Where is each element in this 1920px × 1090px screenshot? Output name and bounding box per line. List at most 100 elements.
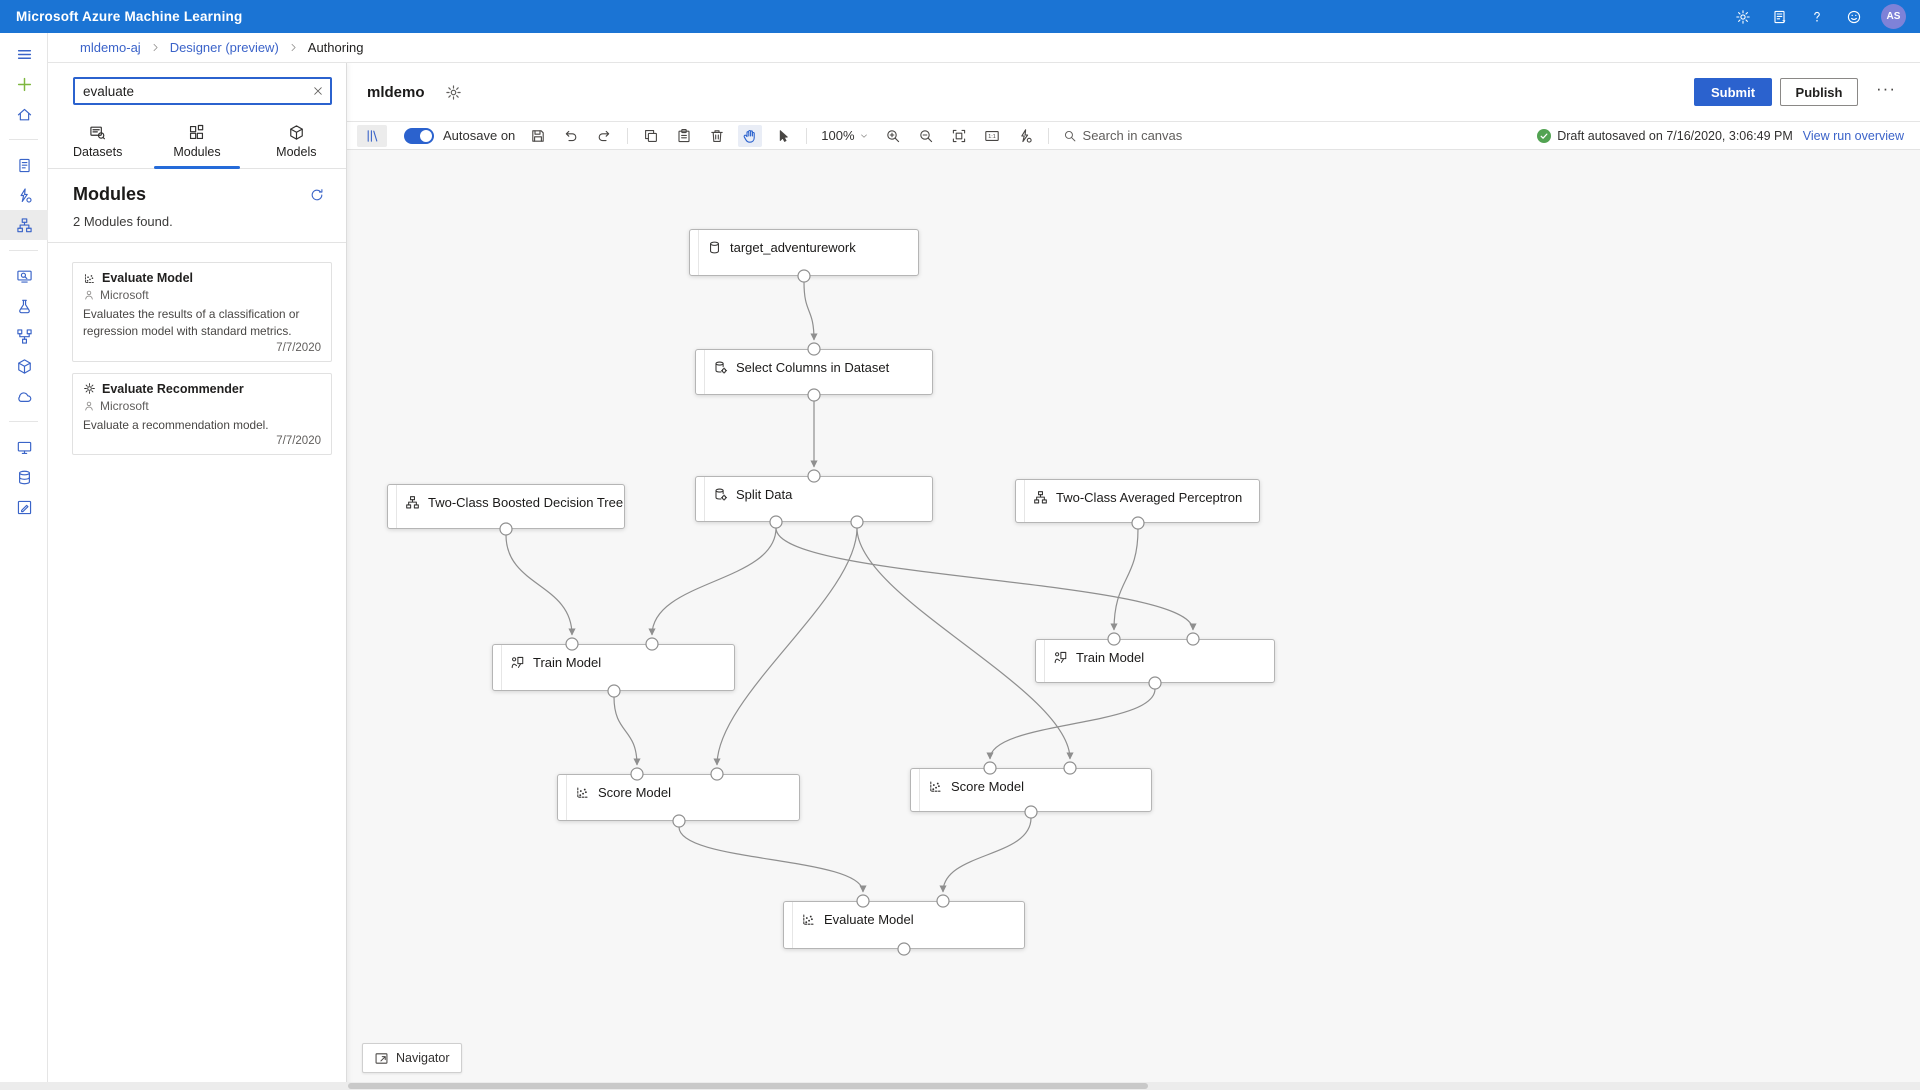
node-port[interactable] — [1024, 805, 1038, 819]
node-port[interactable] — [807, 342, 821, 356]
sidebar-item-automated-ml[interactable] — [0, 180, 48, 210]
node-port[interactable] — [672, 814, 686, 828]
topbar-actions: AS — [1733, 4, 1920, 29]
canvas-node-target[interactable]: target_adventurework — [689, 229, 919, 276]
sidebar-item-menu[interactable] — [0, 39, 48, 69]
node-port[interactable] — [936, 894, 950, 908]
canvas-node-split[interactable]: Split Data — [695, 476, 933, 522]
actual-size-button[interactable]: 1:1 — [980, 125, 1004, 147]
copy-button[interactable] — [639, 125, 663, 147]
pipeline-settings-gear-icon[interactable] — [445, 83, 463, 101]
toggle-module-palette-button[interactable] — [357, 124, 387, 147]
node-port[interactable] — [807, 388, 821, 402]
sidebar-item-compute[interactable] — [0, 432, 48, 462]
sidebar-item-experiments[interactable] — [0, 291, 48, 321]
paste-button[interactable] — [672, 125, 696, 147]
edge-layer — [505, 281, 1197, 893]
node-port[interactable] — [630, 767, 644, 781]
canvas-node-trainL[interactable]: Train Model — [492, 644, 735, 691]
node-port[interactable] — [769, 515, 783, 529]
datasets-icon — [16, 268, 33, 285]
onetoone-icon: 1:1 — [984, 128, 1000, 144]
help-icon[interactable] — [1807, 7, 1827, 27]
pipeline-canvas[interactable]: target_adventurework Select Columns in D… — [347, 150, 1920, 1090]
autosave-toggle[interactable] — [404, 127, 434, 144]
select-tool-button[interactable] — [771, 125, 795, 147]
node-port[interactable] — [565, 637, 579, 651]
sidebar-item-pipelines[interactable] — [0, 321, 48, 351]
tab-models[interactable]: Models — [247, 117, 346, 168]
breadcrumb-workspace[interactable]: mldemo-aj — [80, 40, 141, 55]
canvas-node-scoreL[interactable]: Score Model — [557, 774, 800, 821]
sparkle-icon — [83, 382, 96, 395]
sidebar-item-designer[interactable] — [0, 210, 48, 240]
canvas-node-tcap[interactable]: Two-Class Averaged Perceptron — [1015, 479, 1260, 523]
node-port[interactable] — [1186, 632, 1200, 646]
node-label: target_adventurework — [730, 240, 856, 255]
pan-tool-button[interactable] — [738, 124, 763, 147]
navigator-button[interactable]: Navigator — [362, 1043, 462, 1073]
release-notes-icon[interactable] — [1770, 7, 1790, 27]
node-port[interactable] — [897, 942, 911, 956]
models-tab-icon — [288, 124, 305, 141]
redo-button[interactable] — [592, 125, 616, 147]
node-port[interactable] — [607, 684, 621, 698]
canvas-node-tcbdt[interactable]: Two-Class Boosted Decision Tree — [387, 484, 625, 529]
canvas-node-trainR[interactable]: Train Model — [1035, 639, 1275, 683]
sidebar-item-notebooks[interactable] — [0, 150, 48, 180]
node-port[interactable] — [710, 767, 724, 781]
zoom-to-fit-button[interactable] — [947, 125, 971, 147]
node-port[interactable] — [1107, 632, 1121, 646]
refresh-icon[interactable] — [308, 186, 326, 204]
undo-button[interactable] — [559, 125, 583, 147]
view-run-overview-link[interactable]: View run overview — [1802, 128, 1904, 143]
clear-search-icon[interactable] — [310, 83, 326, 99]
horizontal-scrollbar[interactable] — [0, 1082, 1920, 1090]
zoom-out-button[interactable] — [914, 125, 938, 147]
node-port[interactable] — [856, 894, 870, 908]
sidebar-item-datastores[interactable] — [0, 462, 48, 492]
canvas-search-input[interactable]: Search in canvas — [1063, 128, 1182, 143]
canvas-node-evaluate[interactable]: Evaluate Model — [783, 901, 1025, 949]
copy-icon — [643, 128, 659, 144]
node-port[interactable] — [983, 761, 997, 775]
more-options-icon[interactable]: ··· — [1866, 79, 1906, 105]
sidebar-item-endpoints[interactable] — [0, 381, 48, 411]
node-port[interactable] — [1131, 516, 1145, 530]
breadcrumb-designer[interactable]: Designer (preview) — [169, 40, 279, 55]
module-card[interactable]: Evaluate Recommender Microsoft Evaluate … — [72, 372, 332, 456]
tab-modules[interactable]: Modules — [147, 117, 246, 169]
chevron-right-icon — [288, 42, 299, 53]
scrollbar-thumb[interactable] — [348, 1083, 1148, 1089]
save-button[interactable] — [526, 125, 550, 147]
sidebar-item-home[interactable] — [0, 99, 48, 129]
delete-button[interactable] — [705, 125, 729, 147]
node-port[interactable] — [797, 269, 811, 283]
module-search-input[interactable] — [73, 77, 332, 105]
sidebar-item-datasets[interactable] — [0, 261, 48, 291]
tree-icon — [1033, 490, 1048, 505]
cylinder-icon — [707, 240, 722, 255]
tab-datasets[interactable]: Datasets — [48, 117, 147, 168]
run-settings-button[interactable] — [1013, 125, 1037, 147]
publish-button[interactable]: Publish — [1780, 78, 1859, 106]
canvas-node-select[interactable]: Select Columns in Dataset — [695, 349, 933, 395]
sidebar-item-models[interactable] — [0, 351, 48, 381]
toolbar-divider — [1047, 127, 1049, 144]
node-port[interactable] — [1148, 676, 1162, 690]
tree-icon — [405, 495, 420, 510]
zoom-level-dropdown[interactable]: 100% — [821, 128, 868, 143]
feedback-smiley-icon[interactable] — [1844, 7, 1864, 27]
zoom-in-button[interactable] — [881, 125, 905, 147]
node-port[interactable] — [1063, 761, 1077, 775]
node-port[interactable] — [499, 522, 513, 536]
sidebar-item-create-new[interactable] — [0, 69, 48, 99]
submit-button[interactable]: Submit — [1694, 78, 1773, 106]
node-port[interactable] — [645, 637, 659, 651]
user-avatar[interactable]: AS — [1881, 4, 1906, 29]
sidebar-item-data-labeling[interactable] — [0, 492, 48, 522]
node-port[interactable] — [807, 469, 821, 483]
node-port[interactable] — [850, 515, 864, 529]
module-card[interactable]: Evaluate Model Microsoft Evaluates the r… — [72, 262, 332, 362]
settings-gear-icon[interactable] — [1733, 7, 1753, 27]
